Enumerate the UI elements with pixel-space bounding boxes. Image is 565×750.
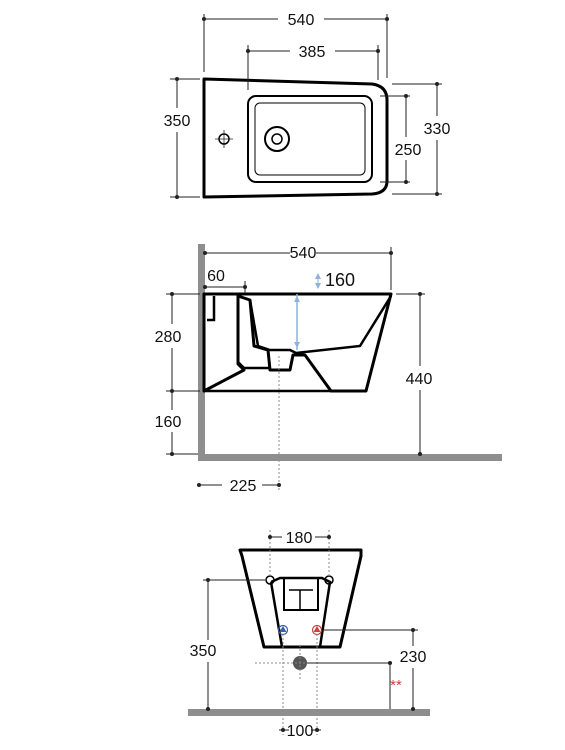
- side-view-floor: [198, 454, 502, 461]
- dim-front-bolt-spacing: 180: [286, 530, 313, 547]
- top-view-drain-inner: [271, 133, 283, 145]
- top-view-drain: [264, 126, 290, 152]
- top-view-bowl: [247, 95, 373, 183]
- dim-top-depth-total: 350: [164, 113, 191, 130]
- dim-side-rim-offset: 60: [207, 268, 225, 285]
- dim-front-bolt-height: 350: [190, 643, 217, 660]
- dim-top-width-total: 540: [288, 12, 315, 29]
- dim-side-height-floor: 160: [155, 414, 182, 431]
- front-view: 180 350 230 ** 100: [188, 530, 430, 740]
- dim-side-drain-offset: 225: [230, 478, 257, 495]
- dim-side-bowl-drop: 160: [325, 270, 355, 290]
- top-view-body-outline: [202, 77, 389, 199]
- side-view: 540 60 160 280 160 440 225: [155, 244, 502, 495]
- dim-top-depth-right: 330: [424, 121, 451, 138]
- dim-top-width-bowl: 385: [299, 44, 326, 61]
- dim-top-bowl-depth: 250: [395, 142, 422, 159]
- dim-front-supply-spacing: 100: [287, 723, 314, 740]
- top-view: 540 385 350 330 250: [164, 12, 451, 199]
- marker-double-asterisk: **: [390, 677, 402, 694]
- dim-side-height-body: 280: [155, 329, 182, 346]
- side-view-wall: [198, 244, 205, 460]
- dim-side-width-total: 540: [290, 245, 317, 262]
- top-view-bowl-inner: [254, 102, 366, 176]
- dim-front-supply-height: 230: [400, 649, 427, 666]
- dim-side-height-rim: 440: [406, 371, 433, 388]
- front-view-floor: [188, 709, 430, 716]
